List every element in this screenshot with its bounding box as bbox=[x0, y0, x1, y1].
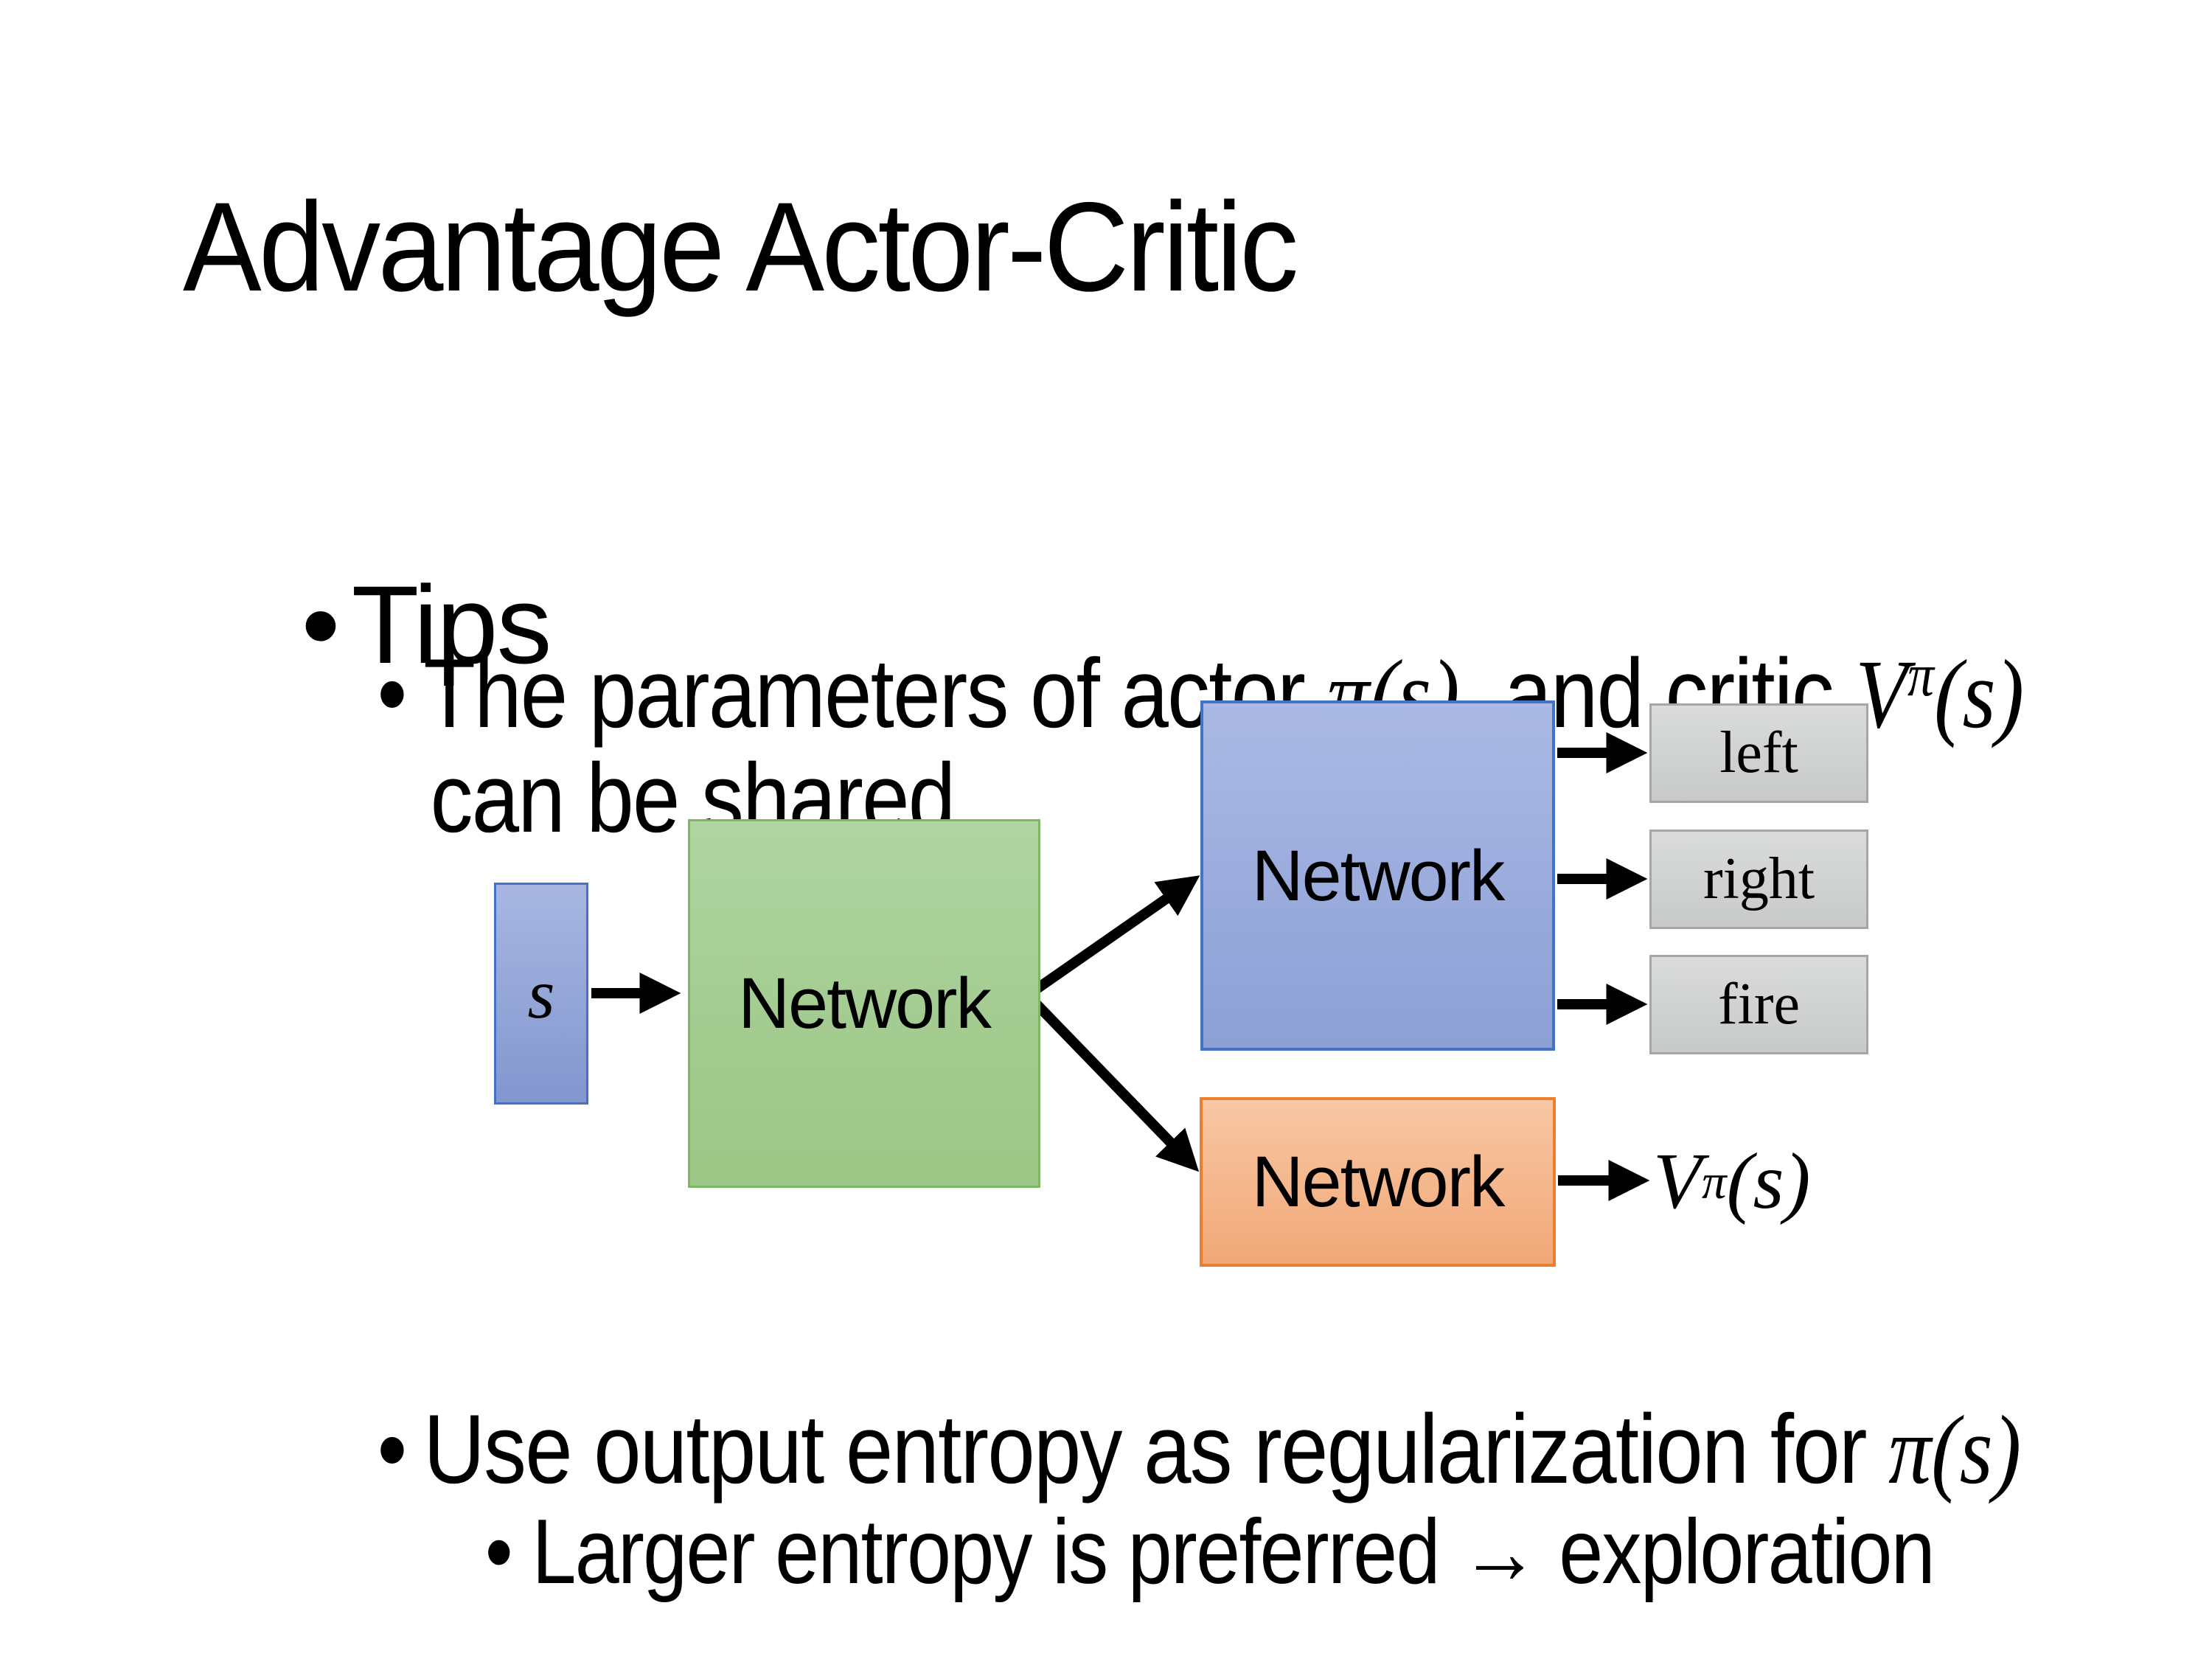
tips-text: Tips bbox=[351, 563, 552, 686]
bullet-line-entropy: •Use output entropy as regularization fo… bbox=[288, 1303, 2022, 1597]
critic-output-args: (s) bbox=[1726, 1138, 1811, 1225]
actor-network-label: Network bbox=[1251, 835, 1506, 916]
entropy-text: Use output entropy as regularization for bbox=[423, 1395, 1889, 1504]
shared-network-label: Network bbox=[738, 963, 992, 1043]
parameters-text: The parameters of actor bbox=[423, 639, 1327, 748]
action-fire-box: fire bbox=[1649, 955, 1868, 1054]
bullet-marker: • bbox=[377, 1395, 408, 1504]
bullet-marker: • bbox=[377, 639, 408, 748]
action-fire-label: fire bbox=[1717, 972, 1800, 1037]
state-input-box: s bbox=[494, 883, 588, 1105]
actor-network-box: Network bbox=[1200, 700, 1555, 1051]
action-left-label: left bbox=[1719, 720, 1798, 785]
entropy-policy-math: π(s) bbox=[1888, 1395, 2022, 1504]
critic-network-box: Network bbox=[1200, 1097, 1556, 1267]
state-label: s bbox=[527, 954, 555, 1033]
critic-output-sup-pi: π bbox=[1701, 1154, 1727, 1209]
arrow-shared-to-critic bbox=[1029, 998, 1200, 1172]
bullet-marker: • bbox=[301, 563, 341, 686]
shared-network-box: Network bbox=[688, 819, 1040, 1188]
critic-network-label: Network bbox=[1251, 1141, 1506, 1222]
bullet-line-tips: •Tips bbox=[184, 459, 552, 790]
action-right-box: right bbox=[1649, 830, 1868, 929]
arrow-shared-to-actor bbox=[1031, 875, 1200, 995]
action-left-box: left bbox=[1649, 703, 1868, 803]
bullet-marker: • bbox=[484, 1501, 513, 1603]
page-title: Advantage Actor-Critic bbox=[183, 176, 1298, 318]
critic-output-V: V bbox=[1653, 1138, 1702, 1225]
value-args: (s) bbox=[1933, 639, 2025, 748]
critic-value-math: Vπ(s) bbox=[1855, 639, 2024, 748]
value-sup-pi: π bbox=[1907, 641, 1934, 709]
bullet-line-exploration: •Larger entropy is preferred → explorati… bbox=[402, 1415, 1935, 1659]
exploration-text: Larger entropy is preferred → exploratio… bbox=[532, 1501, 1935, 1603]
action-right-label: right bbox=[1703, 846, 1815, 911]
